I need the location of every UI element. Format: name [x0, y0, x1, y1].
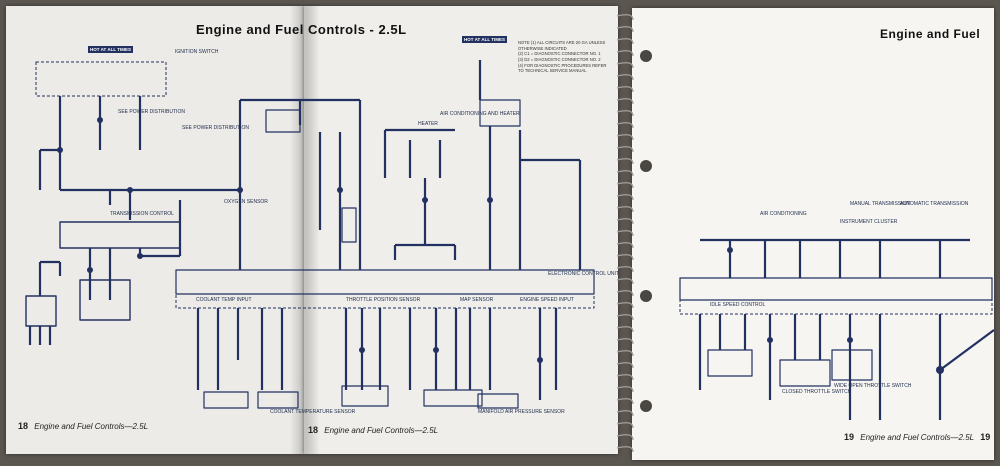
engine-speed-label: ENGINE SPEED INPUT [520, 297, 574, 303]
right-page [632, 8, 994, 460]
closed-throttle-label: CLOSED THROTTLE SWITCH [782, 389, 852, 395]
instrument-cluster-label: INSTRUMENT CLUSTER [840, 219, 898, 225]
page-number: 18 [308, 425, 319, 435]
power-distribution-label-1: SEE POWER DISTRIBUTION [118, 109, 185, 115]
note-item: NOTE (1) ALL CIRCUITS ARE 20 GA UNLESS O… [518, 40, 606, 51]
ac-heater-label: AIR CONDITIONING AND HEATER [440, 111, 520, 117]
ecu-label: ELECTRONIC CONTROL UNIT [548, 271, 619, 277]
note-item: (3) D2 = DIAGNOSTIC CONNECTOR NO. 2 [518, 57, 601, 63]
manifold-sensor-label: MANIFOLD AIR PRESSURE SENSOR [478, 409, 565, 415]
ignition-switch-label: IGNITION SWITCH [175, 49, 219, 55]
footer-mid: 18 Engine and Fuel Controls—2.5L [304, 425, 438, 435]
page-title-right: Engine and Fuel [880, 27, 981, 41]
wide-open-throttle-label: WIDE OPEN THROTTLE SWITCH [834, 383, 912, 389]
footer-left: 18 Engine and Fuel Controls—2.5L [14, 421, 148, 431]
manual-transmission-label: MANUAL TRANSMISSION [850, 201, 911, 207]
power-distribution-label-2: SEE POWER DISTRIBUTION [182, 125, 249, 131]
footer-text: Engine and Fuel Controls—2.5L [324, 426, 439, 435]
air-conditioning-label: AIR CONDITIONING [760, 211, 807, 217]
note-item: (2) C1 = DIAGNOSTIC CONNECTOR NO. 1 [518, 51, 601, 57]
map-sensor-label: MAP SENSOR [460, 297, 494, 303]
footer-text: Engine and Fuel Controls—2.5L [34, 422, 149, 431]
coolant-sensor-label: COOLANT TEMPERATURE SENSOR [270, 409, 356, 415]
hot-at-all-times-label-left: HOT AT ALL TIMES [88, 46, 133, 53]
footer-right: 19 Engine and Fuel Controls—2.5L 19 [840, 432, 994, 442]
page-title-left: Engine and Fuel Controls - 2.5L [196, 22, 407, 37]
transmission-control-label: TRANSMISSION CONTROL [110, 211, 174, 217]
hot-at-all-times-label-mid: HOT AT ALL TIMES [462, 36, 507, 43]
oxygen-sensor-label: OXYGEN SENSOR [224, 199, 268, 205]
idle-speed-control-label: IDLE SPEED CONTROL [710, 302, 766, 308]
footer-text: Engine and Fuel Controls—2.5L [860, 433, 974, 442]
heater-label: HEATER [418, 121, 438, 127]
spiral-binding [616, 14, 634, 453]
automatic-transmission-label: AUTOMATIC TRANSMISSION [900, 201, 969, 207]
coolant-temp-input-label: COOLANT TEMP INPUT [196, 297, 252, 303]
note-item: (4) FOR DIAGNOSTIC PROCEDURES REFER TO T… [518, 62, 607, 74]
page-number: 18 [18, 421, 29, 431]
book-gutter [290, 6, 320, 454]
throttle-position-label: THROTTLE POSITION SENSOR [346, 297, 421, 303]
page-number-end: 19 [980, 432, 991, 442]
left-page [6, 6, 304, 454]
notes-block: NOTE (1) ALL CIRCUITS ARE 20 GA UNLESS O… [518, 40, 610, 74]
page-number: 19 [844, 432, 855, 442]
